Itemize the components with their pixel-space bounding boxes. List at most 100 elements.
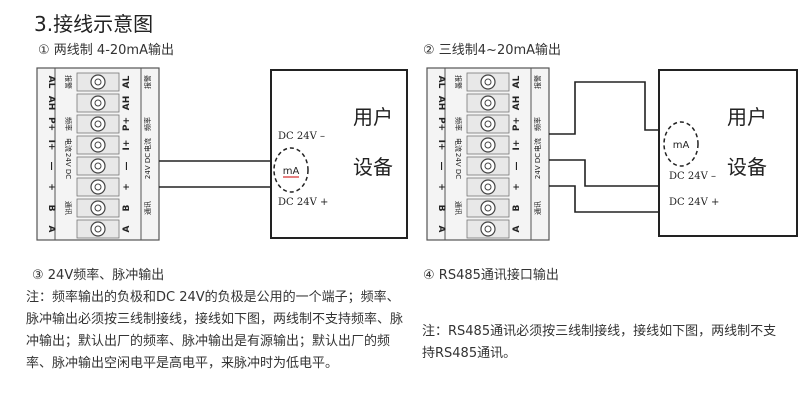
terminal-label: — [122, 162, 132, 171]
user-device-box [658, 69, 798, 237]
screw-slot-icon [484, 78, 492, 86]
terminal-screw-icon [90, 179, 106, 195]
terminal-screws [466, 72, 510, 239]
device-name-line1: 用户 [727, 105, 767, 129]
caption-three-wire: ② 三线制4~20mA输出 [423, 43, 562, 58]
terminal-screw-icon [480, 116, 496, 132]
caption-two-wire: ① 两线制 4-20mA输出 [38, 43, 174, 58]
wire-signal [549, 81, 659, 135]
dc-plus-label: DC 24V + [278, 197, 328, 208]
terminal-screw-icon [480, 137, 496, 153]
terminal-screw-icon [90, 95, 106, 111]
terminal-label: P+ [512, 117, 522, 131]
terminal-sublabel: 24V DC [454, 153, 462, 179]
terminal-label: I+ [46, 140, 56, 151]
wire-minus [549, 159, 659, 187]
terminal-label: I+ [436, 140, 446, 151]
terminal-label: AH [436, 96, 446, 111]
terminal-sublabel: 报警 [64, 75, 73, 89]
dc-plus-label: DC 24V + [669, 197, 719, 208]
terminal-label: + [512, 183, 522, 191]
terminal-sublabel: 通讯 [454, 201, 463, 215]
terminal-sublabel: 频率 [454, 117, 463, 131]
screw-slot-icon [484, 120, 492, 128]
dc-minus-label: DC 24V – [669, 171, 716, 182]
screw-slot-icon [94, 204, 102, 212]
terminal-screws [76, 72, 120, 239]
screw-slot-icon [484, 141, 492, 149]
screw-slot-icon [484, 99, 492, 107]
terminal-sublabel: 报警 [454, 75, 463, 89]
terminal-sublabel: 通讯 [533, 201, 542, 215]
terminal-label: P+ [122, 117, 132, 131]
screw-slot-icon [94, 78, 102, 86]
terminal-sublabel: 24V DC [64, 153, 72, 179]
terminal-label: AL [512, 75, 522, 88]
terminal-label: AL [122, 75, 132, 88]
terminal-label: + [46, 183, 56, 191]
screw-slot-icon [94, 225, 102, 233]
terminal-sublabel: 24V DC [144, 153, 152, 179]
terminal-screw-icon [90, 200, 106, 216]
terminal-sublabel: 电流 [64, 138, 73, 152]
terminal-label: A [46, 226, 56, 233]
terminal-sublabel: 频率 [533, 117, 542, 131]
terminal-screw-icon [90, 137, 106, 153]
terminal-label: B [512, 204, 522, 211]
terminal-sublabel: 通讯 [143, 201, 152, 215]
screw-slot-icon [94, 99, 102, 107]
terminal-sublabel: 通讯 [64, 201, 73, 215]
terminal-screw-icon [90, 221, 106, 237]
terminal-sublabel: 报警 [533, 75, 542, 89]
terminal-label: B [436, 205, 446, 212]
terminal-label: AL [436, 76, 446, 89]
screw-slot-icon [484, 183, 492, 191]
screw-slot-icon [484, 162, 492, 170]
screw-slot-icon [94, 141, 102, 149]
terminal-label: A [122, 225, 132, 232]
screw-slot-icon [94, 120, 102, 128]
terminal-label: A [436, 226, 446, 233]
section-title: 3.接线示意图 [34, 12, 154, 36]
screw-slot-icon [94, 183, 102, 191]
terminal-label: B [46, 205, 56, 212]
terminal-label: P+ [436, 117, 446, 131]
device-name-line2: 设备 [727, 155, 767, 179]
terminal-label: + [122, 183, 132, 191]
terminal-label: AL [46, 76, 56, 89]
note-rs485: 注：RS485通讯必须按三线制接线，接线如下图，两线制不支持RS485通讯。 [422, 324, 777, 361]
screw-slot-icon [94, 162, 102, 170]
terminal-sublabel: 电流 [454, 138, 463, 152]
terminal-sublabel: 频率 [143, 117, 152, 131]
terminal-sublabel: 24V DC [534, 153, 542, 179]
terminal-screw-icon [480, 179, 496, 195]
terminal-label: AH [46, 96, 56, 111]
terminal-sublabel: 报警 [143, 75, 152, 89]
note-pulse-output: 注：频率输出的负极和DC 24V的负极是公用的一个端子；频率、脉冲输出必须按三线… [26, 290, 404, 371]
terminal-screw-icon [480, 200, 496, 216]
terminal-screw-icon [480, 221, 496, 237]
ammeter-label: mA [283, 166, 300, 177]
caption-rs485-output: ④ RS485通讯接口输出 [423, 268, 559, 283]
terminal-screw-icon [90, 158, 106, 174]
terminal-label: I+ [122, 140, 132, 151]
terminal-sublabel: 频率 [64, 117, 73, 131]
terminal-label: + [436, 183, 446, 191]
terminal-screw-icon [90, 116, 106, 132]
terminal-screw-icon [480, 158, 496, 174]
terminal-sublabel: 电流 [143, 138, 152, 152]
wire-plus [549, 185, 659, 213]
screw-slot-icon [484, 225, 492, 233]
device-name-line2: 设备 [353, 155, 393, 179]
terminal-label: AH [512, 96, 522, 111]
terminal-screw-icon [480, 74, 496, 90]
terminal-label: I+ [512, 140, 522, 151]
terminal-label: B [122, 204, 132, 211]
terminal-screw-icon [480, 95, 496, 111]
screw-slot-icon [484, 204, 492, 212]
